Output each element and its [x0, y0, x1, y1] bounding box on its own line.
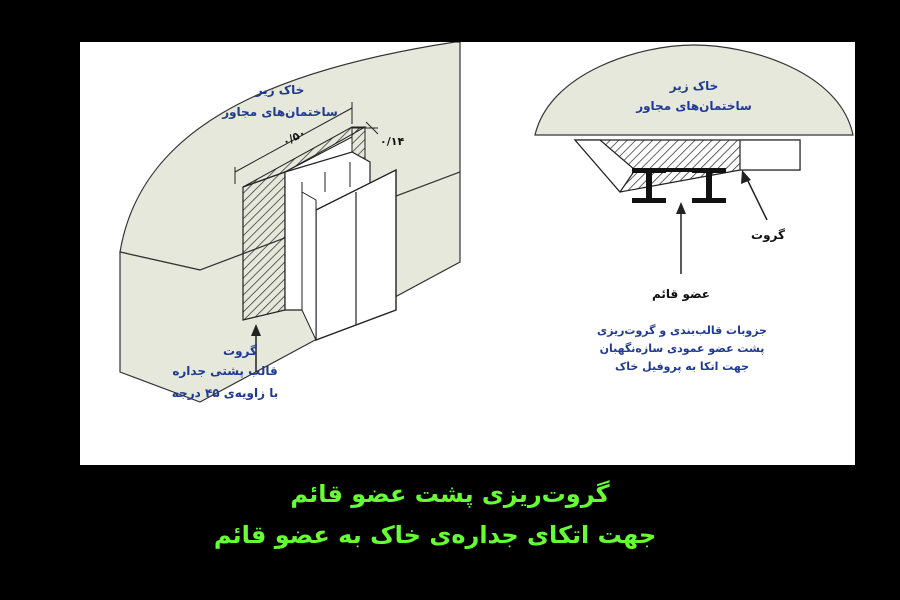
left-soil-label-1: خاک زیر: [255, 83, 305, 97]
grout-arrow: [745, 176, 768, 221]
arrow-head: [676, 202, 686, 214]
right-view: خاک زیر ساختمان‌های مجاور گروت عضو قائم …: [534, 44, 854, 373]
soil-mass-top: [119, 42, 461, 271]
formwork-label-2: با زاویه‌ی ۴۵ درجه: [172, 386, 278, 401]
grout-strip: [242, 171, 286, 321]
detail-line-2: پشت عضو عمودی سازه‌نگهبان: [600, 342, 765, 355]
caption-title-2: جهت اتکای جداره‌ی خاک به عضو قائم: [213, 521, 657, 549]
caption-title-1: گروت‌ریزی پشت عضو قائم: [290, 480, 610, 508]
detail-line-1: جزوبات قالب‌بندی و گروت‌ریزی: [597, 324, 767, 337]
i-beam-right: [692, 168, 726, 203]
right-grout-label: گروت: [751, 228, 785, 243]
formwork-plan: [739, 139, 801, 171]
diagram-svg: ۰/۵۰ ۰/۱۴ خاک زیر ساختمان‌های مجاور گروت…: [119, 42, 854, 403]
arrow-head: [251, 324, 261, 336]
diagram-panel: ۰/۵۰ ۰/۱۴ خاک زیر ساختمان‌های مجاور گروت…: [80, 42, 855, 465]
detail-line-3: جهت اتکا به پروفیل خاک: [615, 360, 749, 373]
soil-dome: [534, 44, 854, 136]
dimension-line-width: [234, 107, 353, 173]
dimension-depth-label: ۰/۱۴: [380, 135, 404, 148]
right-soil-label-1: خاک زیر: [669, 79, 719, 93]
inner-web: [301, 191, 317, 341]
left-grout-label: گروت: [223, 344, 257, 359]
left-view: ۰/۵۰ ۰/۱۴ خاک زیر ساختمان‌های مجاور گروت…: [119, 42, 461, 403]
i-beam-left: [632, 168, 666, 203]
arrow-head: [741, 170, 751, 184]
dimension-tick: [365, 121, 379, 135]
left-soil-label-2: ساختمان‌های مجاور: [221, 105, 338, 120]
formwork-label-1: قالب پشتی جداره: [172, 364, 277, 378]
beam-connector: [666, 168, 692, 172]
right-soil-label-2: ساختمان‌های مجاور: [635, 99, 752, 114]
member-label: عضو قائم: [652, 287, 710, 302]
